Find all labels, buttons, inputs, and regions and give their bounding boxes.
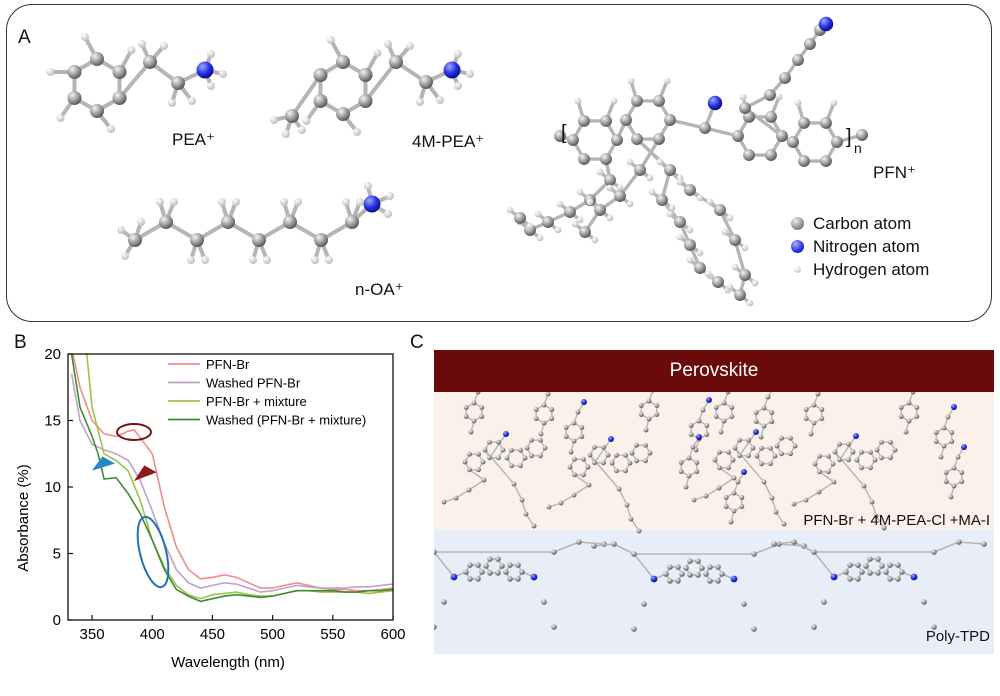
y-tick-label: 15 [44, 413, 61, 430]
legend-label-1: PFN-Br [206, 357, 250, 372]
y-tick-label: 20 [44, 346, 61, 363]
y-tick-label: 0 [53, 612, 61, 629]
x-tick-label: 400 [140, 626, 165, 643]
y-tick-label: 5 [53, 546, 61, 563]
legend-carbon: Carbon atom [787, 212, 929, 235]
4m-pea-molecule [270, 36, 474, 138]
perovskite-layer: Perovskite [434, 350, 994, 392]
legend-hydrogen: Hydrogen atom [787, 258, 929, 281]
pfn-bracket-close: ] [846, 126, 852, 149]
pfn-mini-molecule [442, 431, 548, 528]
pea-mini-molecule [934, 404, 957, 459]
poly-tpd-mini-molecule [591, 541, 807, 632]
legend-nitrogen-label: Nitrogen atom [813, 237, 920, 256]
n-oa-label: n-OA⁺ [355, 280, 404, 300]
pea-mini-molecule [944, 444, 967, 499]
y-axis-title: Absorbance (%) [15, 464, 32, 572]
panel-c-label: C [410, 332, 424, 354]
nitrogen-atom-icon [791, 240, 804, 253]
legend-hydrogen-label: Hydrogen atom [813, 260, 929, 279]
poly-tpd-mini-molecule [434, 539, 607, 630]
poly-tpd-mini-molecule [771, 539, 987, 630]
pfn-mini-molecule [547, 436, 653, 533]
series-line-4 [72, 354, 393, 601]
x-tick-label: 500 [260, 626, 285, 643]
pea-mini-molecule [714, 392, 737, 434]
absorbance-chart: 350 400 450 500 550 600 0 5 10 15 20 PFN-BrWashed … [0, 337, 420, 672]
legend-label-3: PFN-Br + mixture [206, 394, 307, 409]
4m-pea-label: 4M-PEA⁺ [412, 132, 484, 152]
legend-label-2: Washed PFN-Br [206, 376, 301, 391]
carbon-atom-icon [791, 217, 804, 230]
arrow-red-icon [139, 468, 152, 477]
x-tick-label: 450 [200, 626, 225, 643]
n-oa-molecule [117, 182, 394, 264]
legend-carbon-label: Carbon atom [813, 214, 911, 233]
x-tick-label: 350 [80, 626, 105, 643]
x-axis-title: Wavelength (nm) [171, 654, 285, 671]
pea-mini-molecule [464, 392, 487, 434]
pfn-subscript: n [854, 140, 862, 156]
x-tick-label: 550 [320, 626, 345, 643]
layer-molecules [434, 392, 994, 696]
pfn-mini-molecule [692, 429, 798, 526]
interlayer-caption: PFN-Br + 4M-PEA-Cl +MA-I [803, 512, 990, 529]
pea-molecule [46, 33, 227, 133]
poly-tpd-caption: Poly-TPD [926, 628, 990, 645]
pea-mini-molecule [639, 392, 662, 432]
pea-mini-molecule [899, 392, 922, 434]
hydrogen-atom-icon [794, 266, 801, 273]
highlight-ellipse-red [117, 424, 151, 440]
y-tick-label: 10 [44, 479, 61, 496]
pfn-bracket-open: [ [561, 122, 567, 145]
pea-label: PEA⁺ [172, 130, 215, 150]
atom-legend: Carbon atom Nitrogen atom Hydrogen atom [787, 212, 929, 281]
pea-mini-molecule [804, 392, 827, 436]
x-tick-label: 600 [380, 626, 405, 643]
pfn-label: PFN⁺ [873, 163, 916, 183]
pea-mini-molecule [564, 399, 587, 454]
pea-mini-molecule [689, 397, 712, 452]
pea-mini-molecule [534, 392, 557, 436]
legend-nitrogen: Nitrogen atom [787, 235, 929, 258]
legend-label-4: Washed (PFN-Br + mixture) [206, 413, 366, 428]
